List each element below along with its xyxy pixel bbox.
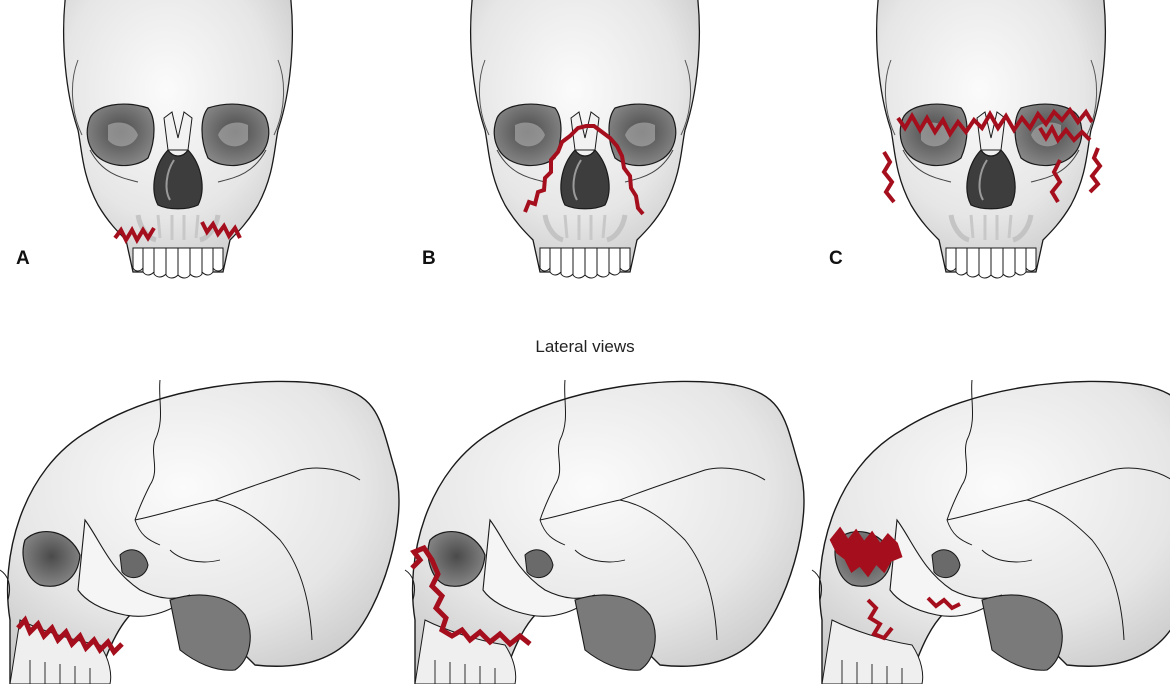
fracture-line-le-fort-3-lateral xyxy=(829,526,961,641)
lateral-skull-b xyxy=(404,379,805,684)
fracture-line-le-fort-2-lateral xyxy=(410,544,532,648)
panel-label-b: B xyxy=(422,248,436,269)
fracture-line-le-fort-1-lateral xyxy=(16,615,124,657)
panel-label-a: A xyxy=(16,248,30,269)
fracture-line-le-fort-1-frontal xyxy=(113,220,242,245)
frontal-skull-b xyxy=(471,0,700,278)
panel-label-c: C xyxy=(829,248,843,269)
fracture-line-le-fort-2-frontal xyxy=(523,124,645,216)
lateral-views-caption: Lateral views xyxy=(535,337,635,356)
frontal-skull-a xyxy=(64,0,293,278)
fracture-line-le-fort-3-frontal xyxy=(881,106,1103,204)
lateral-skull-c xyxy=(811,379,1170,684)
